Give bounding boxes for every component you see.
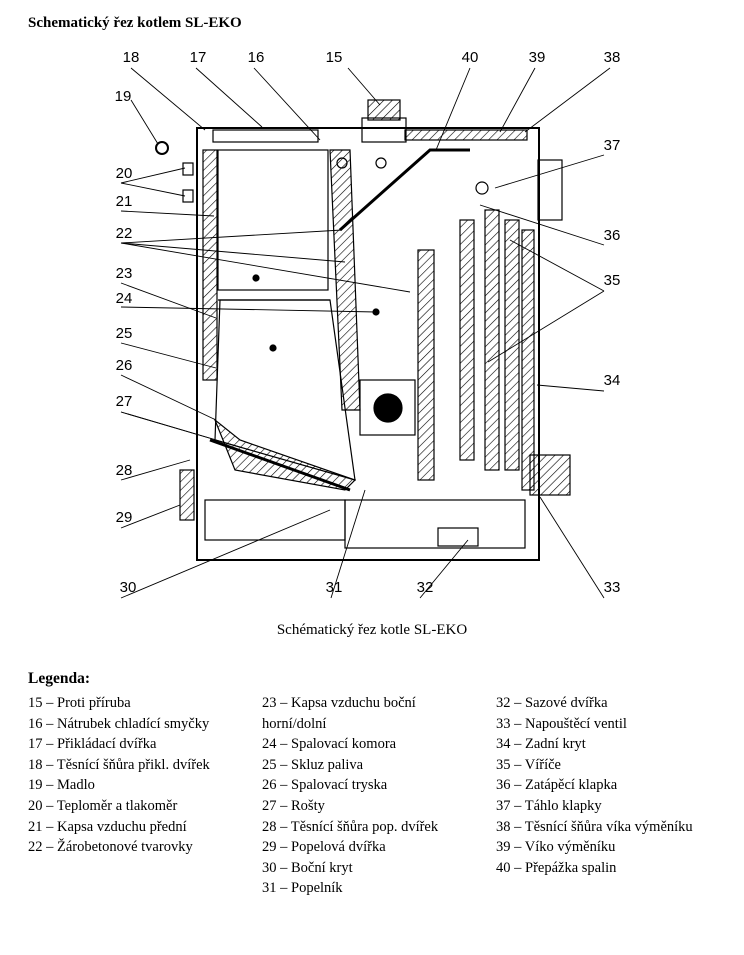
callout-39: 39 — [529, 49, 546, 66]
callout-32: 32 — [417, 579, 434, 596]
legend-item: 40 – Přepážka spalin — [496, 859, 617, 876]
exchanger-tube-2 — [484, 209, 500, 471]
legend-item: 18 – Těsnící šňůra přikl. dvířek — [28, 756, 210, 773]
handle — [155, 141, 169, 155]
legend-column-1: 15 – Proti příruba 16 – Nátrubek chladíc… — [28, 693, 242, 858]
callout-38: 38 — [604, 49, 621, 66]
boiler-outer-casing — [196, 127, 540, 561]
legend-item: 29 – Popelová dvířka — [262, 839, 386, 856]
callout-24: 24 — [116, 290, 133, 307]
callout-18: 18 — [123, 49, 140, 66]
grates — [209, 438, 351, 492]
callout-35: 35 — [604, 272, 621, 289]
callout-36: 36 — [604, 227, 621, 244]
callout-28: 28 — [116, 462, 133, 479]
callout-31: 31 — [326, 579, 343, 596]
callout-30: 30 — [120, 579, 137, 596]
legend-item: 30 – Boční kryt — [262, 859, 353, 876]
legend-item: 34 – Zadní kryt — [496, 736, 586, 753]
boiler-cross-section-diagram: 18 17 16 15 40 39 38 19 20 21 22 23 24 2… — [115, 49, 621, 599]
soot-door — [437, 527, 479, 547]
filling-valve — [529, 454, 571, 496]
callout-33: 33 — [604, 579, 621, 596]
legend-item: 19 – Madlo — [28, 777, 95, 794]
fuel-hopper-upper — [217, 149, 329, 291]
page-title: Schematický řez kotlem SL-EKO — [28, 15, 242, 31]
flange-body — [361, 117, 407, 143]
legend-item: 22 – Žárobetonové tvarovky — [28, 839, 193, 856]
callout-25: 25 — [116, 325, 133, 342]
callout-37: 37 — [604, 137, 621, 154]
legend-item: 20 – Teploměr a tlakoměr — [28, 797, 178, 814]
counter-flange — [367, 99, 401, 121]
callout-17: 17 — [190, 49, 207, 66]
legend-item: 25 – Skluz paliva — [262, 756, 364, 773]
legend-item: 31 – Popelník — [262, 880, 343, 897]
front-air-pocket — [202, 149, 218, 381]
legend-item: 39 – Víko výměníku — [496, 839, 616, 856]
damper-linkage — [475, 181, 489, 195]
legend-item: 27 – Rošty — [262, 797, 325, 814]
flue-baffle — [339, 148, 470, 232]
loading-door-lid — [212, 129, 319, 143]
rear-water-jacket — [521, 229, 535, 491]
ash-box — [204, 499, 346, 541]
legend-item: 24 – Spalovací komora — [262, 736, 397, 753]
exchanger-tube-1 — [459, 219, 475, 461]
exchanger-lid — [404, 129, 528, 141]
callout-22: 22 — [116, 225, 133, 242]
legend-column-3: 32 – Sazové dvířka 33 – Napouštěcí venti… — [496, 693, 720, 878]
ash-pan — [344, 499, 526, 549]
legend-item: 33 – Napouštěcí ventil — [496, 715, 627, 732]
legend-item: 28 – Těsnící šňůra pop. dvířek — [262, 818, 439, 835]
legend-item: 26 – Spalovací tryska — [262, 777, 388, 794]
callout-19: 19 — [115, 88, 132, 105]
callout-23: 23 — [116, 265, 133, 282]
legend-title: Legenda: — [28, 670, 90, 687]
legend-item: 36 – Zatápěcí klapka — [496, 777, 618, 794]
callout-29: 29 — [116, 509, 133, 526]
callout-34: 34 — [604, 372, 621, 389]
rear-outlet — [537, 159, 563, 221]
callout-15: 15 — [326, 49, 343, 66]
callout-16: 16 — [248, 49, 265, 66]
legend-item: 21 – Kapsa vzduchu přední — [28, 818, 187, 835]
ash-door — [179, 469, 195, 521]
combustion-nozzle — [359, 379, 416, 436]
legend-item: 23 – Kapsa vzduchu boční horní/dolní — [262, 695, 416, 732]
legend-item: 32 – Sazové dvířka — [496, 695, 608, 711]
legend-item: 16 – Nátrubek chladící smyčky — [28, 715, 210, 732]
exchanger-tube-3 — [504, 219, 520, 471]
fuel-slide — [213, 418, 357, 491]
callout-21: 21 — [116, 193, 133, 210]
legend-item: 38 – Těsnící šňůra víka výměníku — [496, 818, 693, 835]
legend-item: 17 – Přikládací dvířka — [28, 736, 157, 753]
refractory-column — [417, 249, 435, 481]
legend-item: 37 – Táhlo klapky — [496, 797, 602, 814]
refractory-wall — [329, 149, 361, 411]
legend-item: 15 – Proti příruba — [28, 695, 131, 711]
legend-item: 35 – Víříče — [496, 756, 561, 773]
callout-40: 40 — [462, 49, 479, 66]
thermometer — [182, 162, 194, 176]
legend-column-2: 23 – Kapsa vzduchu boční horní/dolní 24 … — [262, 693, 480, 899]
callout-27: 27 — [116, 393, 133, 410]
callout-26: 26 — [116, 357, 133, 374]
callout-20: 20 — [116, 165, 133, 182]
figure-caption: Schématický řez kotle SL-EKO — [276, 622, 468, 638]
